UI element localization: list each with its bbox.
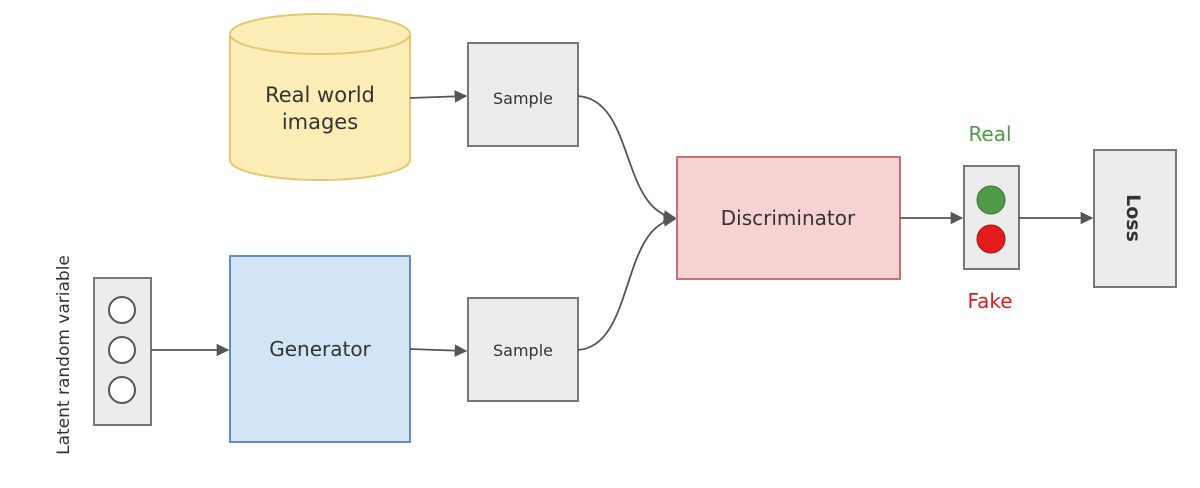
real-light [976, 185, 1006, 215]
loss-box [1093, 149, 1177, 288]
fake-light [976, 224, 1006, 254]
edge-images-to-sample [409, 90, 468, 103]
fake-label: Fake [967, 289, 1012, 313]
edges [151, 90, 1094, 357]
sample-real-label: Sample [493, 89, 553, 108]
sample-fake-label: Sample [493, 341, 553, 360]
real-world-images-label-line1: Real world [265, 83, 375, 107]
real-fake-indicator: Real Fake [963, 122, 1020, 313]
sample-real-box [467, 42, 579, 147]
real-world-images-label-line2: images [282, 110, 358, 134]
real-world-images-database: Real world images [229, 13, 411, 181]
latent-variable-label: Latent random variable [54, 255, 74, 455]
edge-sample-fake-to-discriminator [577, 214, 677, 351]
generator-node: Generator [229, 255, 411, 443]
sample-fake-box [467, 297, 579, 402]
indicator-box [963, 165, 1020, 270]
discriminator-node: Discriminator [676, 156, 901, 280]
latent-unit-3 [108, 376, 136, 404]
database-cylinder-body [229, 34, 411, 181]
generator-box [229, 255, 411, 443]
discriminator-label: Discriminator [721, 206, 856, 230]
database-cylinder-top [229, 13, 411, 55]
generator-label: Generator [269, 337, 371, 361]
loss-node: Loss [1093, 149, 1177, 288]
latent-variable-node: Latent random variable [54, 255, 152, 455]
latent-unit-2 [108, 336, 136, 364]
real-label: Real [968, 122, 1011, 146]
edge-generator-to-sample [409, 344, 468, 357]
discriminator-box [676, 156, 901, 280]
sample-real-node: Sample [467, 42, 579, 147]
latent-unit-1 [108, 296, 136, 324]
sample-fake-node: Sample [467, 297, 579, 402]
loss-label: Loss [1122, 194, 1144, 242]
edge-sample-real-to-discriminator [577, 95, 677, 223]
